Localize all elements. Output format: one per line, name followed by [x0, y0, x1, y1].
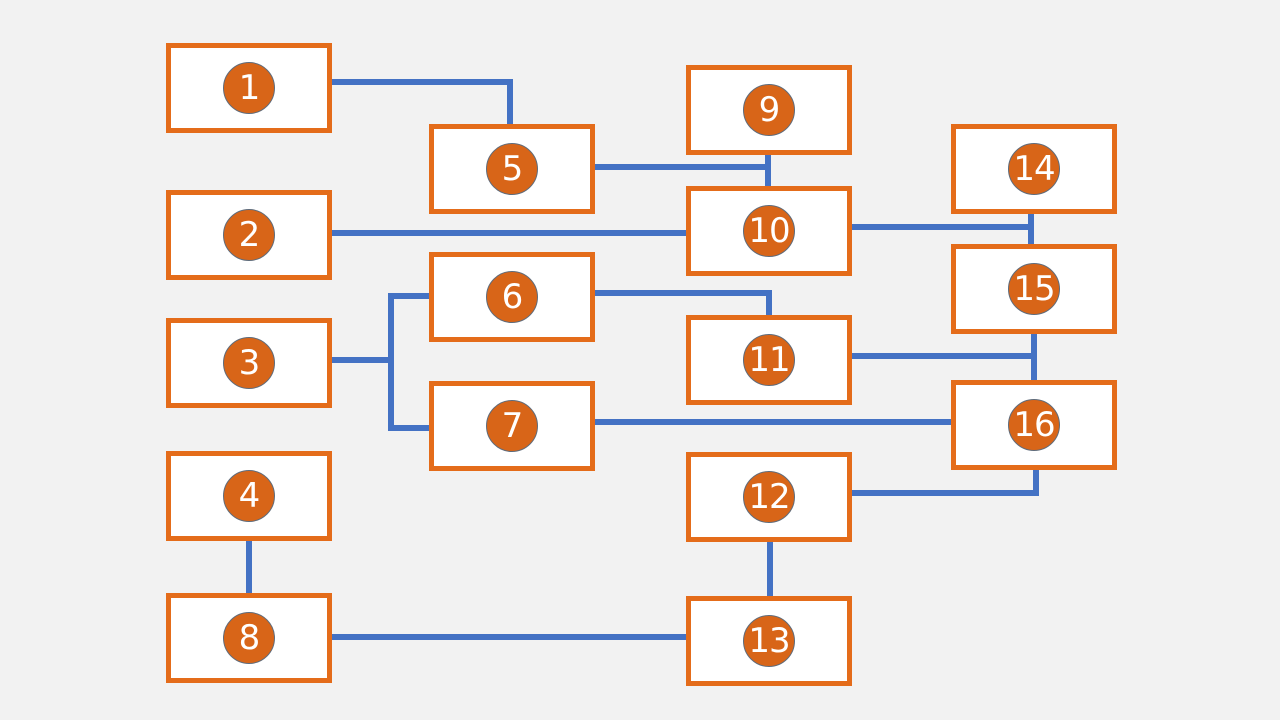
node-number-badge: 3: [223, 337, 275, 389]
connector-6-11: [595, 290, 772, 316]
node-number-badge: 4: [223, 470, 275, 522]
node-number-badge: 5: [486, 143, 538, 195]
node-number-badge: 1: [223, 62, 275, 114]
node-number-badge: 15: [1008, 263, 1060, 315]
node-9: 9: [686, 65, 852, 155]
node-1: 1: [166, 43, 332, 133]
node-11: 11: [686, 315, 852, 405]
node-6: 6: [429, 252, 595, 342]
node-number-badge: 6: [486, 271, 538, 323]
node-number-badge: 13: [743, 615, 795, 667]
node-number-badge: 10: [743, 205, 795, 257]
connector-12-16: [852, 469, 1039, 496]
node-14: 14: [951, 124, 1117, 214]
node-7: 7: [429, 381, 595, 471]
node-15: 15: [951, 244, 1117, 334]
node-5: 5: [429, 124, 595, 214]
node-13: 13: [686, 596, 852, 686]
connector-6-7-trunk: [388, 293, 431, 431]
node-number-badge: 8: [223, 612, 275, 664]
node-8: 8: [166, 593, 332, 683]
node-16: 16: [951, 380, 1117, 470]
node-number-badge: 14: [1008, 143, 1060, 195]
node-number-badge: 16: [1008, 399, 1060, 451]
node-number-badge: 9: [743, 84, 795, 136]
node-3: 3: [166, 318, 332, 408]
node-number-badge: 7: [486, 400, 538, 452]
connector-1-5: [332, 79, 513, 127]
node-2: 2: [166, 190, 332, 280]
node-number-badge: 2: [223, 209, 275, 261]
node-number-badge: 11: [743, 334, 795, 386]
node-12: 12: [686, 452, 852, 542]
node-10: 10: [686, 186, 852, 276]
node-number-badge: 12: [743, 471, 795, 523]
node-4: 4: [166, 451, 332, 541]
